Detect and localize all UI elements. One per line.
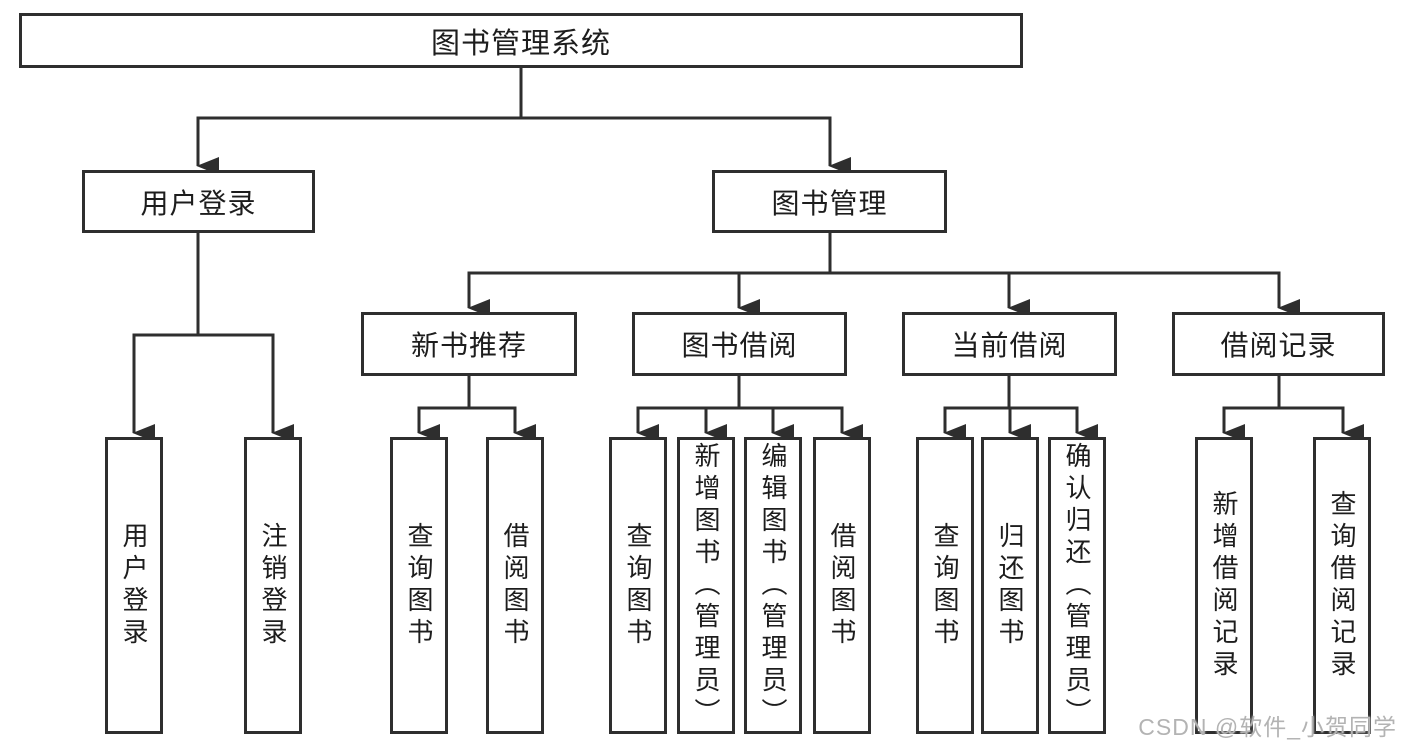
leaf-edit-books-admin: 编辑图书（管理员） bbox=[744, 437, 802, 734]
leaf-query-books: 查询图书 bbox=[609, 437, 667, 734]
node-library-management-system: 图书管理系统 bbox=[19, 13, 1023, 68]
node-current-borrowing: 当前借阅 bbox=[902, 312, 1117, 376]
node-book-borrowing: 图书借阅 bbox=[632, 312, 847, 376]
leaf-query-books: 查询图书 bbox=[390, 437, 448, 734]
leaf-add-borrow-record: 新增借阅记录 bbox=[1195, 437, 1253, 734]
leaf-query-borrow-record: 查询借阅记录 bbox=[1313, 437, 1371, 734]
leaf-query-books: 查询图书 bbox=[916, 437, 974, 734]
leaf-borrow-books: 借阅图书 bbox=[813, 437, 871, 734]
leaf-return-books: 归还图书 bbox=[981, 437, 1039, 734]
csdn-watermark: CSDN @软件_小贺同学 bbox=[1138, 714, 1397, 740]
node-borrowing-records: 借阅记录 bbox=[1172, 312, 1385, 376]
leaf-user-login: 用户登录 bbox=[105, 437, 163, 734]
leaf-confirm-return-admin: 确认归还（管理员） bbox=[1048, 437, 1106, 734]
node-book-management: 图书管理 bbox=[712, 170, 947, 233]
leaf-add-books-admin: 新增图书（管理员） bbox=[677, 437, 735, 734]
leaf-borrow-books: 借阅图书 bbox=[486, 437, 544, 734]
leaf-logout: 注销登录 bbox=[244, 437, 302, 734]
node-new-book-recommendation: 新书推荐 bbox=[361, 312, 577, 376]
node-user-login: 用户登录 bbox=[82, 170, 315, 233]
